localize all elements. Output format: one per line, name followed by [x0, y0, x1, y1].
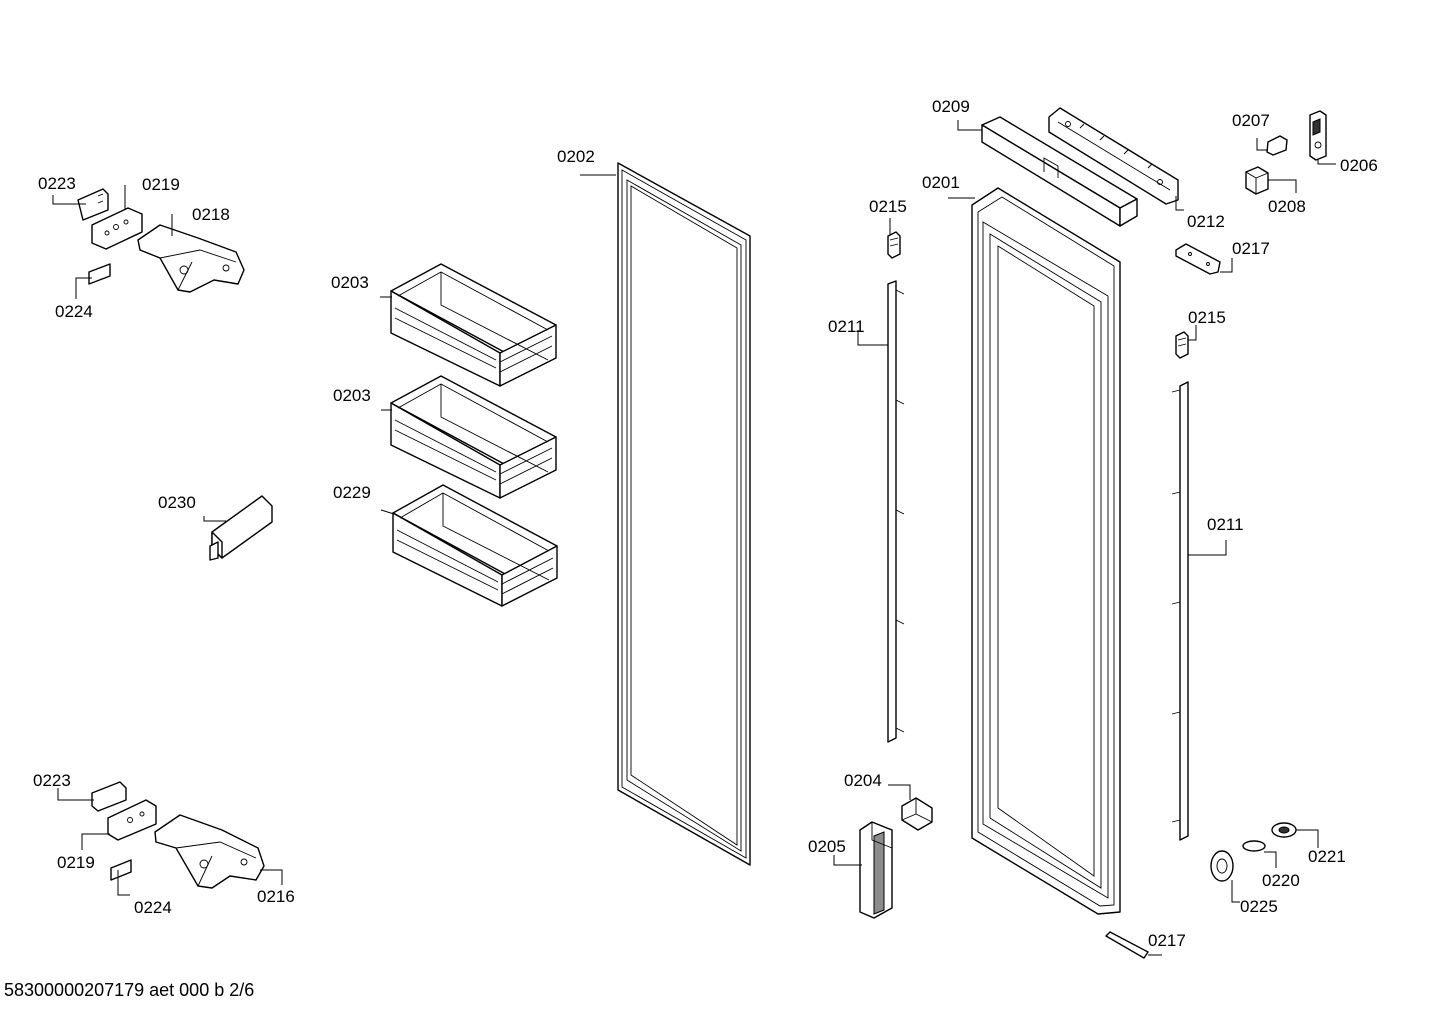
cover-plate-0230[interactable] — [209, 495, 273, 561]
part-label-0223-bottom: 0223 — [33, 771, 71, 790]
part-label-0209: 0209 — [932, 97, 970, 116]
part-label-0219-top: 0219 — [142, 175, 180, 194]
part-label-0219-bottom: 0219 — [57, 853, 95, 872]
part-label-0215-left: 0215 — [869, 197, 907, 216]
block-0208[interactable] — [1245, 166, 1269, 195]
document-id: 58300000207179 aet 000 b 2/6 — [4, 980, 255, 1000]
door-rail-0211-left[interactable] — [887, 280, 905, 743]
part-label-0208: 0208 — [1268, 197, 1306, 216]
hinge-bracket-0223-bottom[interactable] — [91, 781, 127, 812]
handle-profile-0205[interactable] — [859, 821, 893, 919]
switch-0206[interactable] — [1309, 110, 1327, 161]
bracket-0217-top[interactable] — [1175, 243, 1221, 275]
part-label-0211-left: 0211 — [828, 317, 865, 336]
part-label-0224-bottom: 0224 — [134, 898, 172, 917]
hinge-0218-top[interactable] — [137, 224, 245, 293]
part-label-0203-top: 0203 — [331, 273, 369, 292]
part-label-0201: 0201 — [922, 173, 960, 192]
leader-lines — [52, 120, 1336, 956]
part-label-0206: 0206 — [1340, 156, 1378, 175]
mounting-rail-0212[interactable] — [1048, 107, 1179, 205]
door-0201[interactable] — [971, 187, 1121, 915]
part-label-0218-top: 0218 — [192, 205, 230, 224]
cover-0207[interactable] — [1266, 135, 1288, 156]
part-label-0224-top: 0224 — [55, 302, 93, 321]
ring-0225[interactable] — [1210, 850, 1234, 882]
part-label-0202: 0202 — [557, 147, 595, 166]
hinge-plate-0219-top[interactable] — [91, 207, 143, 250]
drawer-0203-top[interactable] — [390, 263, 557, 387]
clip-0215-left[interactable] — [887, 231, 901, 259]
clip-0215-right[interactable] — [1175, 331, 1189, 359]
part-label-0230: 0230 — [158, 493, 196, 512]
part-label-0203-middle: 0203 — [333, 386, 371, 405]
washer-0220[interactable] — [1242, 840, 1266, 852]
part-label-0229: 0229 — [333, 483, 371, 502]
drawer-0203-middle[interactable] — [390, 375, 557, 499]
cover-strip-0209[interactable] — [981, 116, 1138, 227]
part-label-0205: 0205 — [808, 837, 846, 856]
part-label-0207: 0207 — [1232, 111, 1270, 130]
part-label-0211-right: 0211 — [1207, 515, 1244, 534]
bracket-0204[interactable] — [901, 797, 933, 831]
hinge-0216-bottom[interactable] — [154, 814, 265, 889]
hinge-bracket-0223-top[interactable] — [77, 188, 109, 221]
part-label-0220: 0220 — [1262, 871, 1300, 890]
part-label-0212: 0212 — [1187, 212, 1225, 231]
part-label-0217-top: 0217 — [1232, 239, 1270, 258]
part-label-0223-top: 0223 — [38, 174, 76, 193]
label-plate-0224-bottom[interactable] — [110, 859, 132, 881]
bracket-0217-bottom[interactable] — [1105, 931, 1149, 959]
door-rail-0211-right[interactable] — [1171, 381, 1189, 841]
part-label-0217-bottom: 0217 — [1148, 931, 1186, 950]
grommet-0221[interactable] — [1271, 822, 1297, 838]
part-labels: 0223 0219 0218 0224 0203 0203 0229 0230 … — [33, 97, 1378, 950]
part-label-0216: 0216 — [257, 887, 295, 906]
part-label-0215-right: 0215 — [1188, 308, 1226, 327]
drawer-0229-bottom[interactable] — [392, 484, 558, 607]
label-plate-0224-top[interactable] — [88, 263, 111, 285]
hinge-plate-0219-bottom[interactable] — [107, 799, 157, 841]
part-label-0225: 0225 — [1240, 897, 1278, 916]
door-gasket-0202[interactable] — [617, 162, 751, 866]
part-label-0204: 0204 — [844, 771, 882, 790]
part-label-0221: 0221 — [1308, 847, 1346, 866]
